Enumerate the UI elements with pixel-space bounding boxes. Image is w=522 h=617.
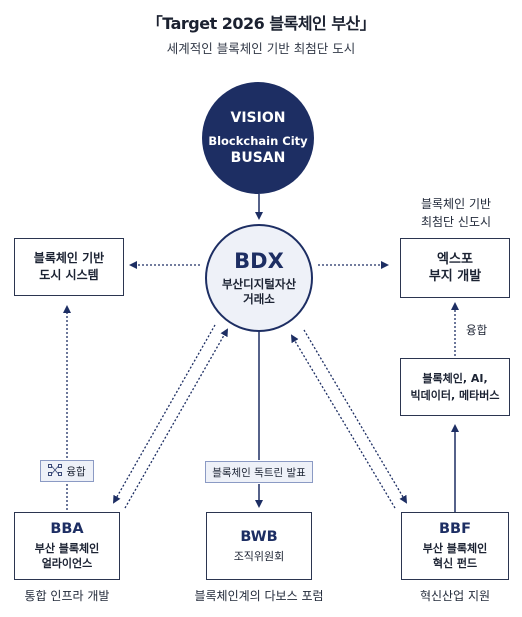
bba-abbr: BBA — [50, 521, 84, 537]
bdx-to-bbf-arrow — [303, 329, 408, 504]
page-title: 「Target 2026 블록체인 부산」 — [146, 14, 376, 33]
expo-line-1: 엑스포 — [437, 252, 473, 267]
bba-line-2: 얼라이언스 — [41, 557, 93, 570]
bdx-name-line-2: 거래소 — [243, 292, 275, 306]
bba-caption: 통합 인프라 개발 — [24, 589, 110, 603]
bbf-abbr: BBF — [438, 521, 471, 537]
tech-line-1: 블록체인, AI, — [422, 372, 488, 385]
bbf-to-bdx-arrow — [290, 334, 396, 509]
network-nodes-icon — [48, 463, 63, 479]
bdx-circle: BDX 부산디지털자산 거래소 — [205, 224, 313, 332]
city-system-line-1: 블록체인 기반 — [33, 251, 105, 265]
convergence-label-right: 융합 — [466, 323, 488, 337]
bdx-abbr: BDX — [234, 249, 284, 273]
bwb-box: BWB 조직위원회 — [206, 512, 312, 580]
bwb-caption: 블록체인계의 다보스 포럼 — [194, 589, 324, 603]
expo-caption: 블록체인 기반 최첨단 신도시 — [396, 195, 516, 231]
expo-line-2: 부지 개발 — [428, 269, 482, 284]
bba-box: BBA 부산 블록체인 얼라이언스 — [14, 512, 120, 580]
bwb-line-1: 조직위원회 — [233, 549, 285, 563]
page-subtitle: 세계적인 블록체인 기반 최첨단 도시 — [166, 41, 356, 56]
bbf-box: BBF 부산 블록체인 혁신 펀드 — [401, 512, 509, 580]
tech-box: 블록체인, AI, 빅데이터, 메타버스 — [400, 358, 510, 416]
bdx-name-line-1: 부산디지털자산 — [221, 277, 297, 291]
bbf-caption: 혁신산업 지원 — [419, 589, 491, 603]
vision-line-3: BUSAN — [230, 150, 286, 166]
expo-caption-line-2: 최첨단 신도시 — [420, 215, 492, 229]
bwb-abbr: BWB — [240, 528, 278, 545]
bbf-line-1: 부산 블록체인 — [422, 542, 488, 555]
bbf-line-2: 혁신 펀드 — [432, 557, 478, 570]
vision-line-2: Blockchain City — [208, 134, 308, 148]
expo-caption-line-1: 블록체인 기반 — [420, 197, 492, 211]
convergence-tag-left-label: 융합 — [66, 465, 86, 478]
bdx-to-bba-arrow — [113, 324, 216, 504]
tech-line-2: 빅데이터, 메타버스 — [410, 389, 500, 402]
bba-line-1: 부산 블록체인 — [34, 542, 100, 555]
convergence-tag-left: 융합 — [40, 460, 94, 482]
city-system-box: 블록체인 기반 도시 시스템 — [14, 238, 124, 296]
expo-box: 엑스포 부지 개발 — [400, 238, 510, 298]
doctrine-tag: 블록체인 독트린 발표 — [205, 461, 313, 483]
vision-label: VISION — [230, 110, 286, 126]
city-system-line-2: 도시 시스템 — [39, 268, 99, 282]
vision-circle: VISION Blockchain City BUSAN — [202, 82, 314, 194]
